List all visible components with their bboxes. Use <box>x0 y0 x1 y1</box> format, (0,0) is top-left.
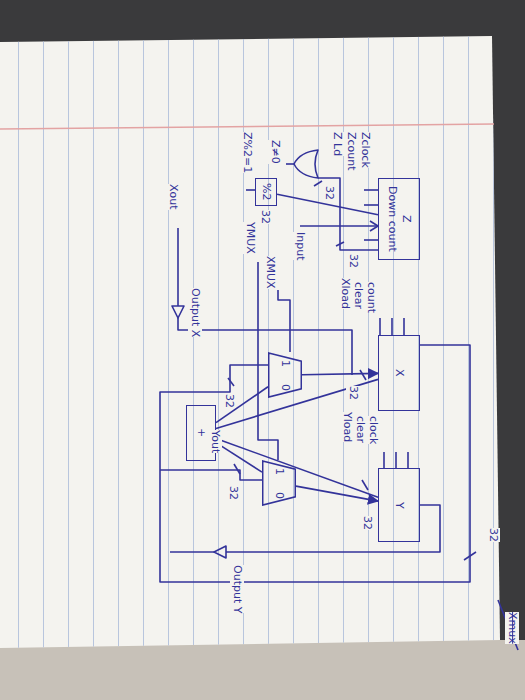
crossed-out-note: Xmux <box>505 612 519 644</box>
bus-wire <box>216 438 378 497</box>
signal-name: clear <box>353 416 367 443</box>
bus-width: 32 <box>258 210 272 224</box>
signal-name: YMUX <box>243 222 257 254</box>
signal-name: Zcount <box>344 132 358 171</box>
node-text: 1 <box>279 360 291 367</box>
node-text: 0 <box>279 384 291 391</box>
signal-name: Z≠0 <box>268 140 282 164</box>
signal-name: Yload <box>340 412 354 442</box>
bus-width: 32 <box>360 516 374 530</box>
signal-name: clear <box>351 282 365 309</box>
signal-name: Output X <box>188 288 202 337</box>
signal-name: count <box>364 282 378 313</box>
signal-name: Output Y <box>230 565 244 613</box>
signal-name: clock <box>366 416 380 444</box>
signal-name: Z%2=1 <box>240 132 254 173</box>
modulo-box: %2 <box>255 178 277 206</box>
node-text: 1 <box>273 468 285 475</box>
register-box: X <box>378 335 420 411</box>
mux-outline <box>268 352 302 398</box>
signal-name: XMUX <box>263 256 277 289</box>
bus-wire <box>216 387 268 423</box>
node-text: 0 <box>273 492 285 499</box>
register-box: Y <box>378 468 420 542</box>
node-text: %2 <box>260 183 272 200</box>
bus-width: 32 <box>346 254 360 268</box>
multiplexer: 10 <box>268 352 302 398</box>
bus-width: 32 <box>346 386 360 400</box>
node-text: Down count <box>386 186 398 252</box>
signal-name: Input <box>293 232 307 260</box>
bus-width: 32 <box>226 486 240 500</box>
mux-outline <box>262 460 296 506</box>
bus-width: 32 <box>322 186 336 200</box>
bus-wire <box>302 373 378 374</box>
node-text: Z <box>400 215 412 223</box>
signal-name: Xout <box>166 184 180 210</box>
signal-name: Xload <box>338 278 352 309</box>
node-text: + <box>195 428 207 437</box>
multiplexer: 10 <box>262 460 296 506</box>
bus-width: 32 <box>486 528 500 542</box>
signal-name: Zclock <box>358 132 372 168</box>
node-text: X <box>393 369 405 377</box>
signal-name: Yout <box>208 430 222 453</box>
node-text: Y <box>393 502 405 509</box>
counter-register: Down countZ <box>378 178 420 260</box>
bus-width: 32 <box>222 394 236 408</box>
signal-name: Z Ld <box>330 132 344 156</box>
